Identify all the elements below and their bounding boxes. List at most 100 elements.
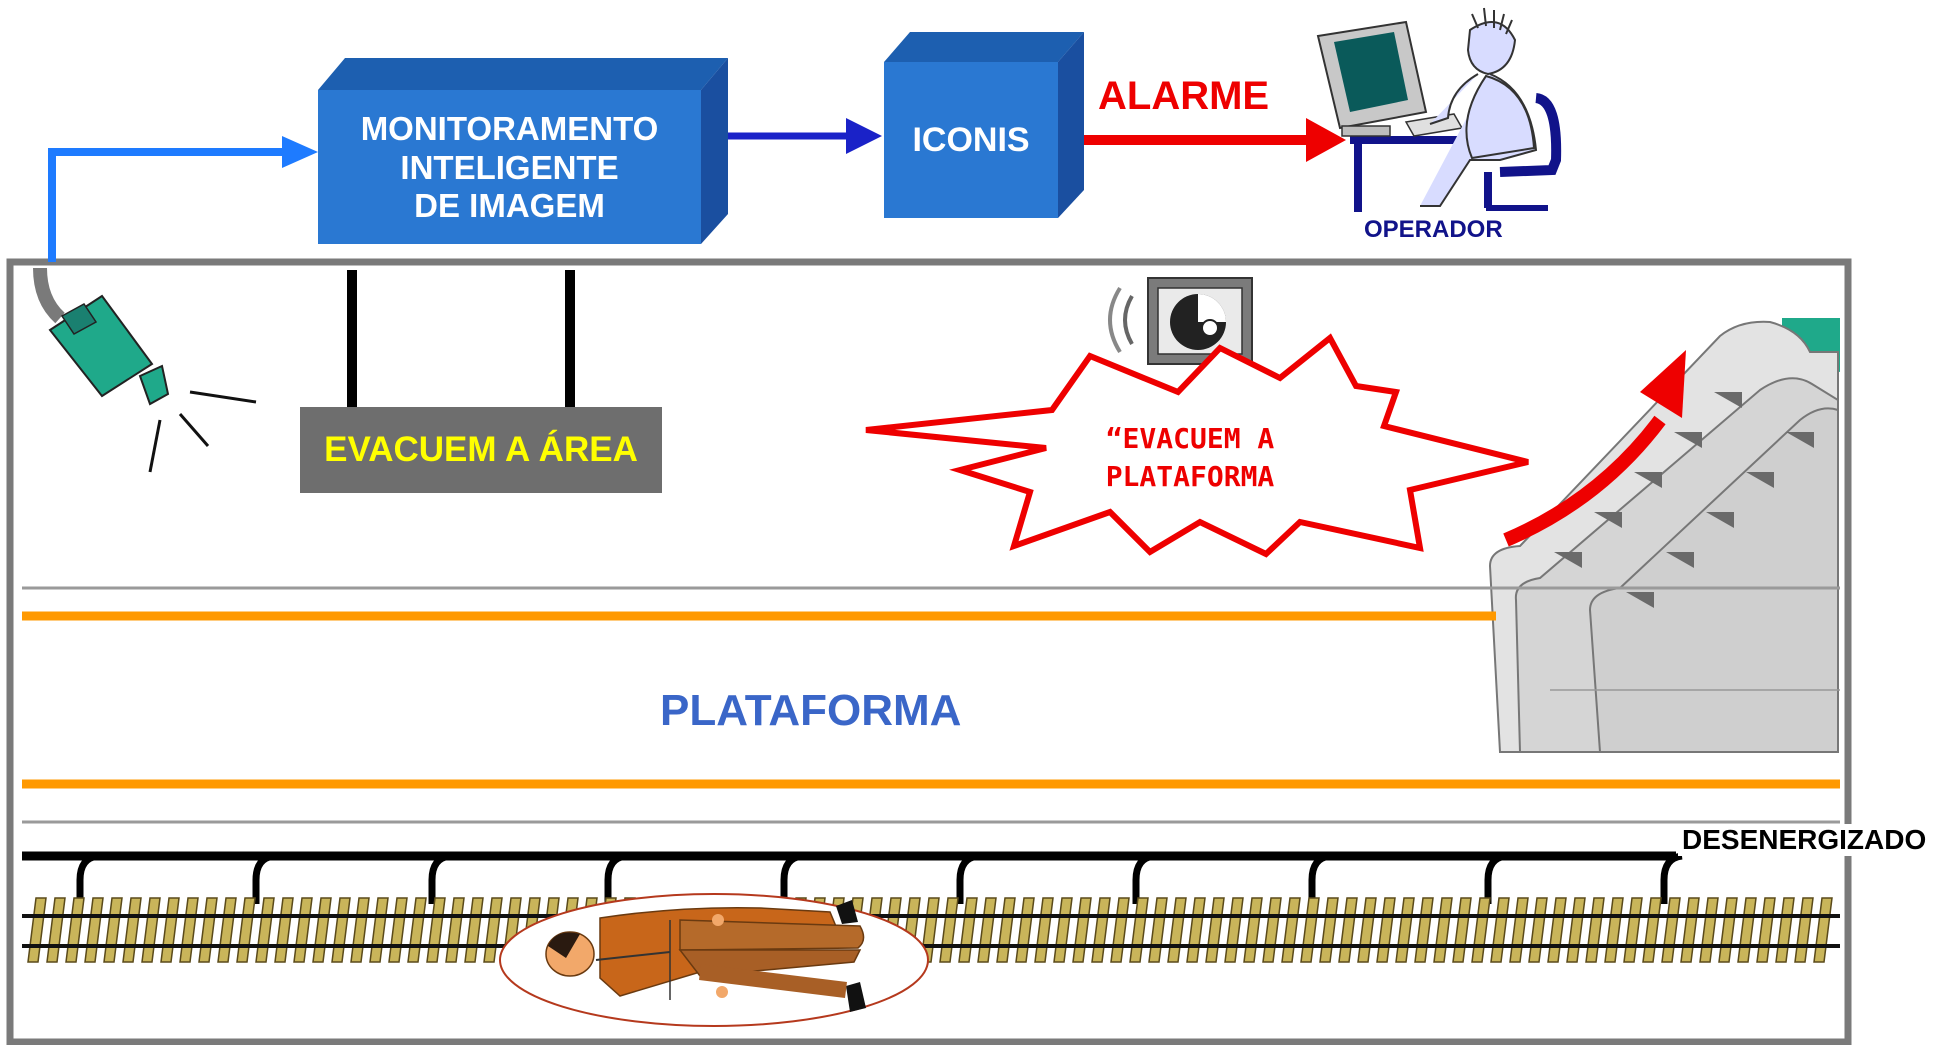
track-sleeper — [1737, 897, 1757, 963]
track-sleeper — [939, 897, 959, 963]
track-sleeper — [1167, 897, 1187, 963]
track-sleeper — [1072, 897, 1092, 963]
iconis-box — [884, 32, 1084, 218]
track-sleeper — [141, 897, 161, 963]
track-sleeper — [1528, 897, 1548, 963]
track-sleeper — [46, 897, 66, 963]
track-sleeper — [122, 897, 142, 963]
track-sleeper — [1053, 897, 1073, 963]
track-sleepers — [27, 897, 1833, 963]
announcement-line-1: “EVACUEM A — [1105, 422, 1275, 455]
rail-support-bracket — [1484, 852, 1507, 904]
track-sleeper — [1604, 897, 1624, 963]
track-sleeper — [1585, 897, 1605, 963]
track-sleeper — [958, 897, 978, 963]
track-sleeper — [1148, 897, 1168, 963]
camera-connector-line — [48, 148, 290, 262]
monitoring-line-3: DE IMAGEM — [414, 187, 605, 225]
evacuate-sign-board — [300, 407, 662, 493]
operator-computer-icon — [1316, 7, 1562, 212]
platform-label: PLATAFORMA — [660, 686, 962, 735]
explosion-burst-icon — [865, 333, 1529, 558]
iconis-label: ICONIS — [912, 120, 1030, 159]
power-rail-supports — [76, 852, 1683, 904]
track-sleeper — [1338, 897, 1358, 963]
track-sleeper — [1680, 897, 1700, 963]
track-sleeper — [103, 897, 123, 963]
camera-icon — [33, 267, 257, 473]
rail-support-bracket — [252, 852, 275, 904]
track-sleeper — [217, 897, 237, 963]
track-sleeper — [198, 897, 218, 963]
track-sleeper — [426, 897, 446, 963]
alarm-arrowhead — [1306, 118, 1346, 162]
announcement-line-2: PLATAFORMA — [1105, 459, 1275, 493]
track-sleeper — [1281, 897, 1301, 963]
announcement-text: “EVACUEM A PLATAFORMA — [1040, 420, 1340, 496]
track-sleeper — [1015, 897, 1035, 963]
track-sleeper — [236, 897, 256, 963]
escalator-exit-arrowhead — [1640, 350, 1686, 418]
track-sleeper — [255, 897, 275, 963]
track-sleeper — [1433, 897, 1453, 963]
track-sleeper — [1224, 897, 1244, 963]
track-sleeper — [996, 897, 1016, 963]
track-sleeper — [65, 897, 85, 963]
track-sleeper — [1395, 897, 1415, 963]
track-sleeper — [1110, 897, 1130, 963]
monitoring-box — [318, 58, 728, 244]
track-sleeper — [1490, 897, 1510, 963]
track-sleeper — [1262, 897, 1282, 963]
track-sleeper — [369, 897, 389, 963]
track-sleeper — [1205, 897, 1225, 963]
track-sleeper — [483, 897, 503, 963]
rail-support-bracket — [1660, 852, 1683, 904]
track-sleeper — [1471, 897, 1491, 963]
station-frame — [6, 258, 1852, 1045]
track-sleeper — [1319, 897, 1339, 963]
monitoring-to-iconis-arrowhead — [846, 118, 882, 154]
track-sleeper — [331, 897, 351, 963]
track-sleeper — [1813, 897, 1833, 963]
track-sleeper — [1414, 897, 1434, 963]
track-sleeper — [1509, 897, 1529, 963]
track-sleeper — [27, 897, 47, 963]
escalator-exit-arrow — [1503, 415, 1666, 547]
track-sleeper — [179, 897, 199, 963]
rail-support-bracket — [780, 852, 803, 904]
track-sleeper — [1129, 897, 1149, 963]
track-sleeper — [1794, 897, 1814, 963]
alarm-label: ALARME — [1098, 74, 1270, 118]
escalator-icon — [1488, 318, 1840, 753]
monitoring-line-1: MONITORAMENTO — [360, 109, 659, 147]
rail-support-bracket — [956, 852, 979, 904]
speaker-icon — [1108, 277, 1253, 365]
track-sleeper — [1661, 897, 1681, 963]
track-sleeper — [1357, 897, 1377, 963]
camera-connector-arrowhead — [282, 136, 318, 168]
track-sleeper — [1300, 897, 1320, 963]
rail-support-bracket — [1132, 852, 1155, 904]
rail-support-bracket — [428, 852, 451, 904]
track-sleeper — [1718, 897, 1738, 963]
track-sleeper — [1775, 897, 1795, 963]
track-sleeper — [274, 897, 294, 963]
monitoring-line-2: INTELIGENTE — [400, 148, 619, 186]
fallen-person-icon — [499, 893, 929, 1027]
track-sleeper — [1623, 897, 1643, 963]
track-sleeper — [1243, 897, 1263, 963]
rail-support-bracket — [76, 852, 99, 904]
track-sleeper — [1642, 897, 1662, 963]
track-sleeper — [312, 897, 332, 963]
track-sleeper — [388, 897, 408, 963]
track-sleeper — [84, 897, 104, 963]
track-sleeper — [1034, 897, 1054, 963]
track-sleeper — [350, 897, 370, 963]
evacuate-sign-label: EVACUEM A ÁREA — [324, 430, 638, 469]
track-sleeper — [293, 897, 313, 963]
track-sleeper — [464, 897, 484, 963]
track-sleeper — [1376, 897, 1396, 963]
track-sleeper — [445, 897, 465, 963]
rail-status-label: DESENERGIZADO — [1678, 824, 1931, 856]
